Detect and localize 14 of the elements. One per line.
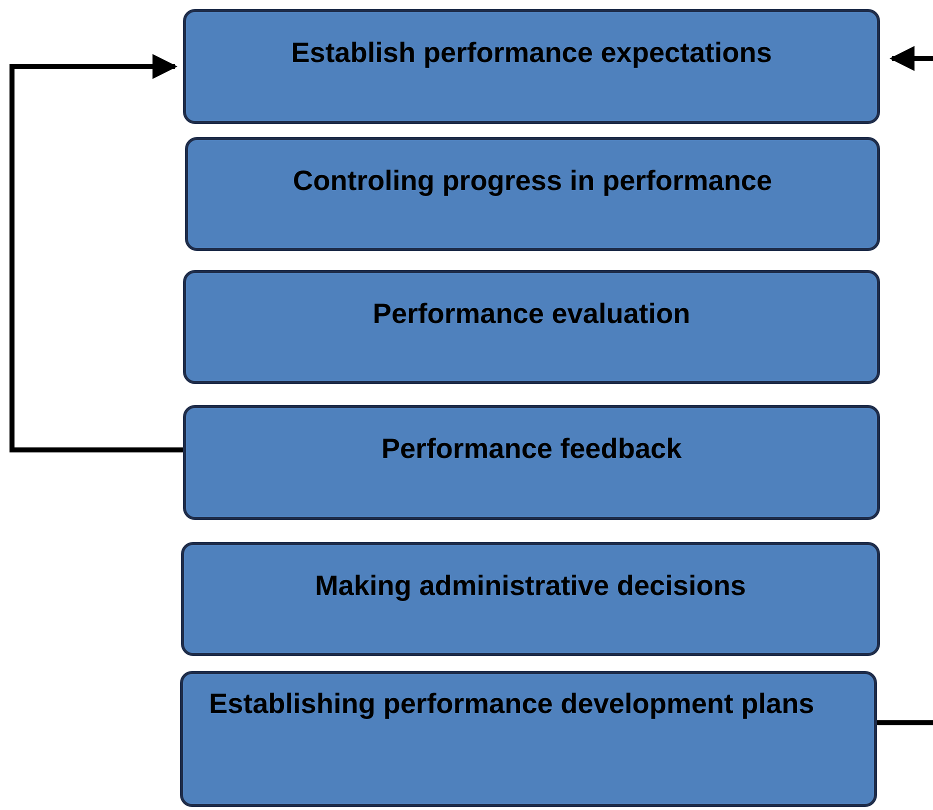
process-box <box>183 405 880 520</box>
arrow <box>890 46 933 71</box>
process-box <box>180 671 877 807</box>
process-box <box>183 270 880 384</box>
process-box <box>181 542 880 656</box>
process-box <box>183 9 880 124</box>
step-label: Establish performance expectations <box>290 36 773 70</box>
step-label: Making administrative decisions <box>314 569 748 603</box>
process-box <box>185 137 880 251</box>
step-label: Controling progress in performance <box>292 164 774 198</box>
step-label: Performance feedback <box>380 432 683 466</box>
arrow <box>10 54 183 452</box>
step-label: Performance evaluation <box>372 297 692 331</box>
step-label: Establishing performance development plans <box>209 687 816 721</box>
